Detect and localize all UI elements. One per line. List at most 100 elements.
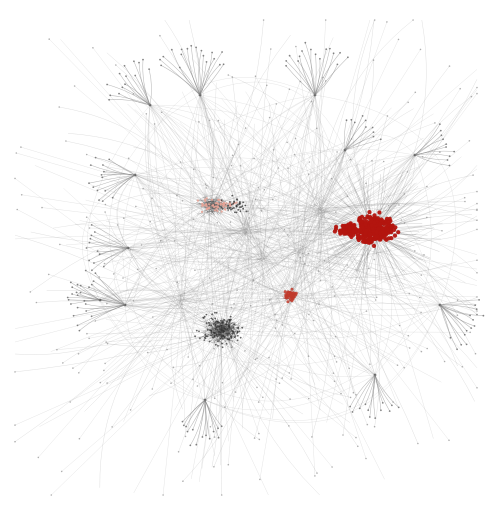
node xyxy=(476,296,478,298)
edge xyxy=(324,207,372,365)
cluster-node xyxy=(233,323,236,326)
edge xyxy=(218,248,299,260)
highlighted-node xyxy=(375,216,380,221)
fan-leaf-node xyxy=(124,83,126,86)
edge xyxy=(188,229,245,269)
edge xyxy=(209,244,300,279)
edge xyxy=(105,319,221,333)
edge xyxy=(178,303,376,376)
node xyxy=(375,296,378,299)
edge xyxy=(79,297,182,439)
edge xyxy=(204,264,268,401)
node xyxy=(230,346,233,349)
gray-dense-cluster xyxy=(194,311,244,349)
edge xyxy=(287,302,398,366)
fan-leaf-node xyxy=(92,186,95,189)
cluster-edge xyxy=(216,195,222,202)
edge xyxy=(296,154,416,297)
fan-leaf-node xyxy=(101,176,104,179)
edge xyxy=(85,270,126,306)
edge xyxy=(302,247,376,376)
edge xyxy=(63,188,184,298)
edge xyxy=(303,154,416,254)
cluster-node xyxy=(214,343,217,346)
fan-leaf-node xyxy=(133,60,135,63)
edge xyxy=(99,299,376,411)
edge xyxy=(176,154,416,298)
edge xyxy=(373,233,434,439)
node xyxy=(476,92,478,95)
edge xyxy=(352,374,376,413)
edge xyxy=(264,258,278,339)
node xyxy=(355,436,357,439)
node xyxy=(272,198,274,201)
node xyxy=(307,355,310,358)
edge xyxy=(21,194,246,230)
node xyxy=(335,211,337,213)
node xyxy=(441,230,443,232)
edge xyxy=(314,54,317,96)
edge xyxy=(255,154,299,250)
node xyxy=(333,355,336,358)
edge xyxy=(99,299,441,402)
edge xyxy=(124,252,301,306)
fan-leaf-node xyxy=(212,430,215,433)
fan-leaf-node xyxy=(88,182,90,185)
cluster-edge xyxy=(230,326,233,331)
edge xyxy=(294,301,395,362)
edge xyxy=(196,245,304,260)
cluster-edge xyxy=(212,199,216,208)
node xyxy=(116,224,119,226)
node xyxy=(20,194,23,196)
edge xyxy=(344,139,381,151)
edge xyxy=(180,297,441,340)
node xyxy=(272,149,275,151)
node xyxy=(224,406,226,409)
highlighted-node xyxy=(235,201,238,204)
edge xyxy=(41,207,249,233)
fan-leaf-node xyxy=(186,47,189,50)
edge xyxy=(292,298,405,368)
edge xyxy=(254,207,318,439)
edge xyxy=(135,206,247,234)
fan-leaf-node xyxy=(181,420,184,423)
edge xyxy=(50,300,182,352)
edge xyxy=(206,205,210,301)
edge xyxy=(178,297,357,438)
edge xyxy=(102,164,136,176)
edge xyxy=(134,174,298,256)
edge xyxy=(221,332,263,398)
edge xyxy=(149,104,209,210)
node xyxy=(476,228,478,231)
edge xyxy=(137,229,243,281)
edge xyxy=(223,244,347,335)
cluster-edge xyxy=(221,322,232,340)
edge xyxy=(235,211,320,393)
edge xyxy=(244,209,324,352)
edge xyxy=(299,92,416,255)
cluster-node xyxy=(211,318,214,321)
node xyxy=(14,440,16,443)
cluster-edge xyxy=(233,326,235,338)
fan-leaf-node xyxy=(440,134,443,137)
fan-leaf-node xyxy=(391,404,393,407)
node xyxy=(259,478,261,481)
node xyxy=(129,248,132,251)
edge xyxy=(316,19,371,206)
node xyxy=(256,357,258,360)
node xyxy=(208,277,211,279)
node xyxy=(476,208,478,211)
edge xyxy=(124,148,416,306)
edge xyxy=(176,300,318,474)
fan-leaf-node xyxy=(361,115,364,117)
cluster-edge xyxy=(225,326,244,338)
edge xyxy=(134,174,206,207)
node xyxy=(286,234,289,236)
edge xyxy=(179,67,201,96)
highlighted-node xyxy=(219,202,222,205)
edge xyxy=(218,333,229,442)
edge xyxy=(319,209,458,367)
edge xyxy=(154,123,183,304)
node xyxy=(299,256,302,259)
edge xyxy=(148,104,226,333)
